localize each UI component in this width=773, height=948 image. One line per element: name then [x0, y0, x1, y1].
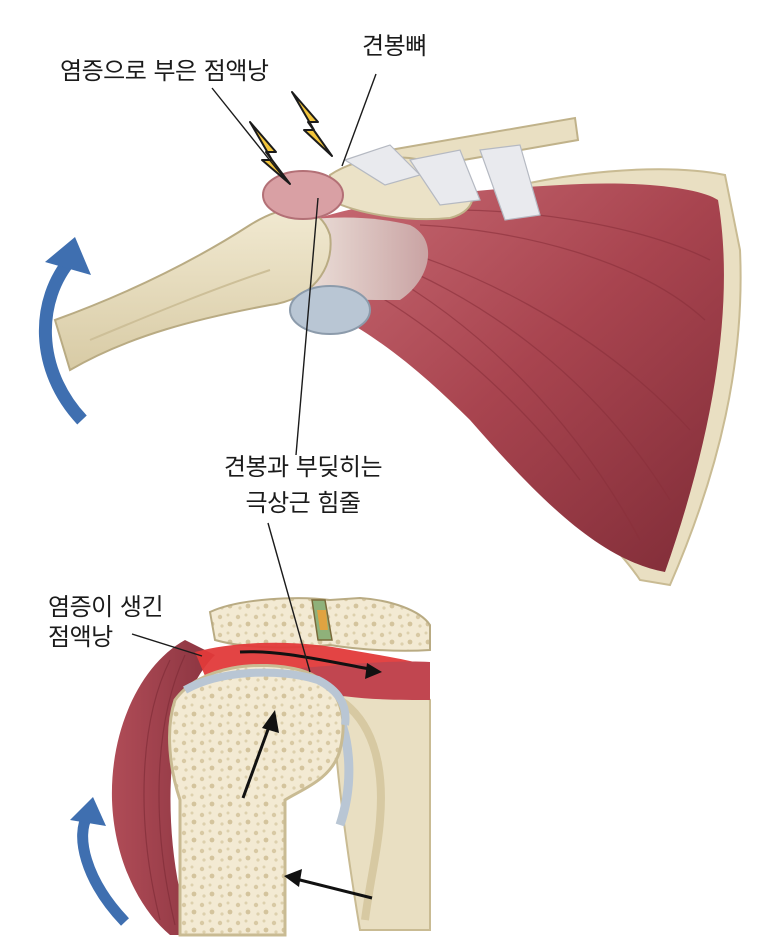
label-inflamed-bursa: 염증으로 부은 점액낭: [60, 57, 269, 85]
direction-arrow-icon: [239, 650, 382, 679]
label-inset-bursa-line1: 염증이 생긴: [48, 593, 164, 621]
label-acromion: 견봉뼈: [362, 32, 427, 60]
rotation-arrow-icon: [39, 237, 91, 425]
humeral-head: [289, 285, 371, 335]
inset-humerus: [168, 663, 345, 937]
humerus-shaft: [53, 208, 332, 372]
rotation-arrow-icon: [70, 797, 129, 926]
inset-muscle: [111, 640, 215, 935]
ligaments: [343, 144, 541, 221]
direction-arrow-icon: [284, 869, 373, 900]
label-tendon-line1: 견봉과 부딪히는: [223, 453, 383, 481]
lightning-icon: [249, 91, 333, 185]
leader-lines: [211, 73, 377, 456]
label-inset-bursa-line2: 점액낭: [48, 623, 113, 651]
direction-arrow-icon: [241, 710, 279, 799]
inflamed-bursa: [262, 170, 344, 220]
label-tendon-line2: 극상근 힘줄: [245, 489, 361, 517]
